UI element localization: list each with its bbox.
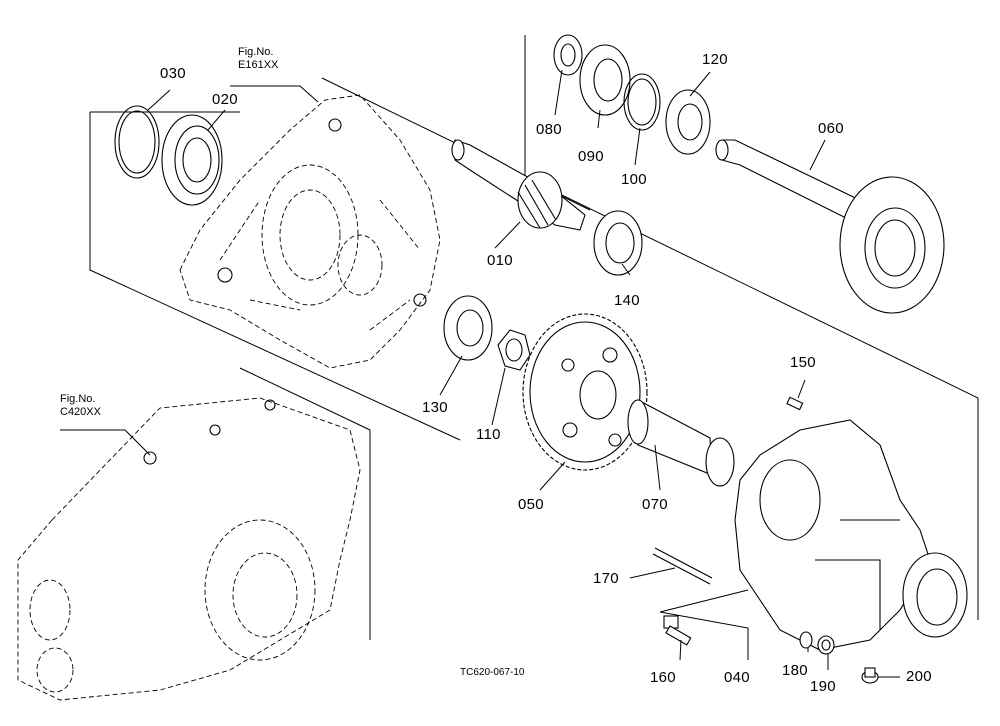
part-label-190: 190	[810, 678, 836, 695]
bearing-130	[443, 295, 493, 361]
bearing-020	[161, 114, 223, 206]
bolt-160	[663, 615, 692, 646]
shaft-010	[451, 139, 586, 231]
part-label-010: 010	[487, 252, 513, 269]
part-label-180: 180	[782, 662, 808, 679]
part-label-070: 070	[642, 496, 668, 513]
part-label-080: 080	[536, 121, 562, 138]
part-label-060: 060	[818, 120, 844, 137]
figure-reference-code: E161XX	[238, 59, 279, 71]
washer-080	[553, 34, 583, 76]
figure-reference-title: Fig.No.	[60, 393, 96, 405]
figure-reference-code: C420XX	[60, 406, 101, 418]
part-label-140: 140	[614, 292, 640, 309]
part-label-110: 110	[476, 426, 501, 443]
part-label-160: 160	[650, 669, 676, 686]
lower-assembly-frame	[239, 367, 371, 640]
part-label-150: 150	[790, 354, 816, 371]
leader-lines	[60, 69, 900, 678]
part-label-030: 030	[160, 65, 186, 82]
axle-shaft-060	[715, 139, 945, 314]
bearing-140	[593, 210, 643, 276]
sleeve-070	[627, 399, 735, 487]
part-label-100: 100	[621, 171, 647, 188]
final-case-040	[734, 419, 968, 651]
pin-150	[786, 396, 804, 411]
drawing-code: TC620-067-10	[460, 667, 525, 678]
bearing-090	[579, 44, 631, 116]
part-label-090: 090	[578, 148, 604, 165]
plug-200	[861, 667, 879, 684]
part-label-050: 050	[518, 496, 544, 513]
part-label-170: 170	[593, 570, 619, 587]
transmission-housing	[179, 94, 441, 369]
washer-180	[799, 631, 813, 649]
gear-case-housing	[17, 397, 361, 701]
part-label-040: 040	[724, 669, 750, 686]
nut-110	[497, 329, 531, 371]
figure-reference-e161xx: Fig.No. E161XX	[238, 46, 278, 72]
snap-ring-030	[114, 105, 160, 179]
figure-reference-title: Fig.No.	[238, 46, 274, 58]
part-label-200: 200	[906, 668, 932, 685]
nut-190	[817, 635, 835, 655]
figure-reference-c420xx: Fig.No. C420XX	[60, 393, 101, 419]
part-label-020: 020	[212, 91, 238, 108]
part-label-130: 130	[422, 399, 448, 416]
part-label-120: 120	[702, 51, 728, 68]
stud-170	[652, 547, 713, 585]
oil-seal-120	[665, 89, 711, 155]
gear-050	[522, 313, 648, 471]
snap-ring-100	[623, 73, 661, 131]
